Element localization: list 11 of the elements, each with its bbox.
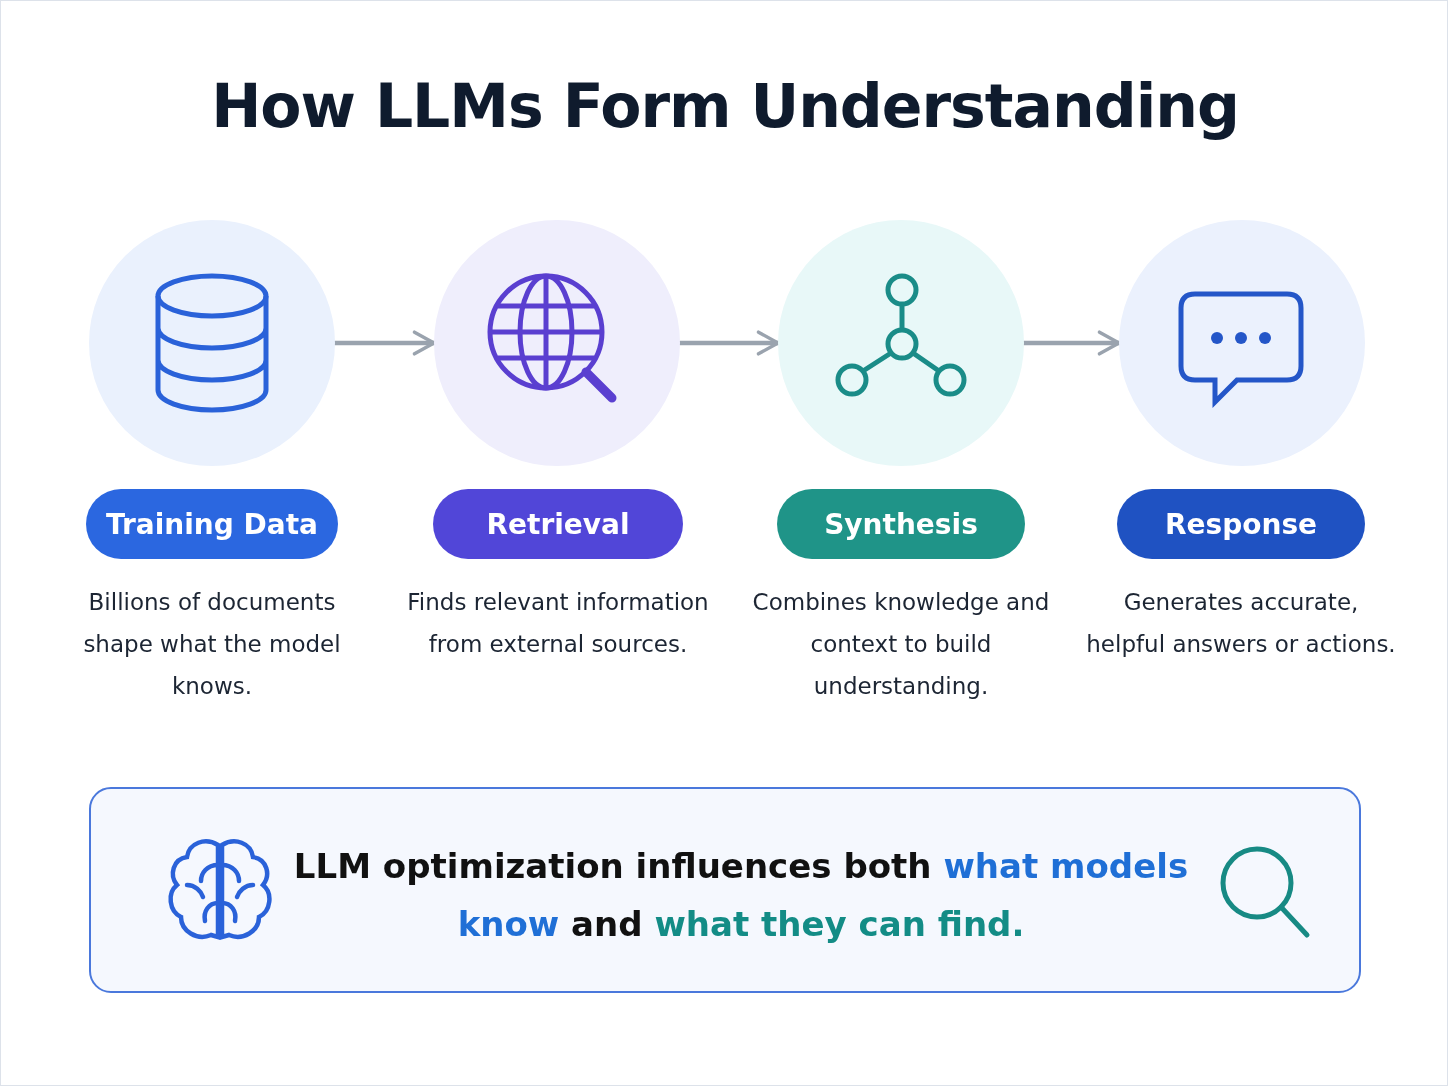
step-description: Finds relevant information from external sources. bbox=[406, 588, 710, 659]
step-description: Generates accurate, helpful answers or actions. bbox=[1085, 588, 1397, 659]
step-label: Retrieval bbox=[433, 489, 683, 559]
step-label: Response bbox=[1117, 489, 1365, 559]
summary-text: LLM optimization influences both what models know and what they can find. bbox=[292, 845, 1190, 946]
step-label: Synthesis bbox=[777, 489, 1025, 559]
title: How LLMs Form Understanding bbox=[210, 71, 1240, 141]
summary-panel bbox=[89, 787, 1361, 993]
step-description: Billions of documents shape what the model knows. bbox=[82, 588, 342, 701]
step-description: Combines knowledge and context to build understanding. bbox=[751, 588, 1051, 701]
step-label: Training Data bbox=[86, 489, 338, 559]
